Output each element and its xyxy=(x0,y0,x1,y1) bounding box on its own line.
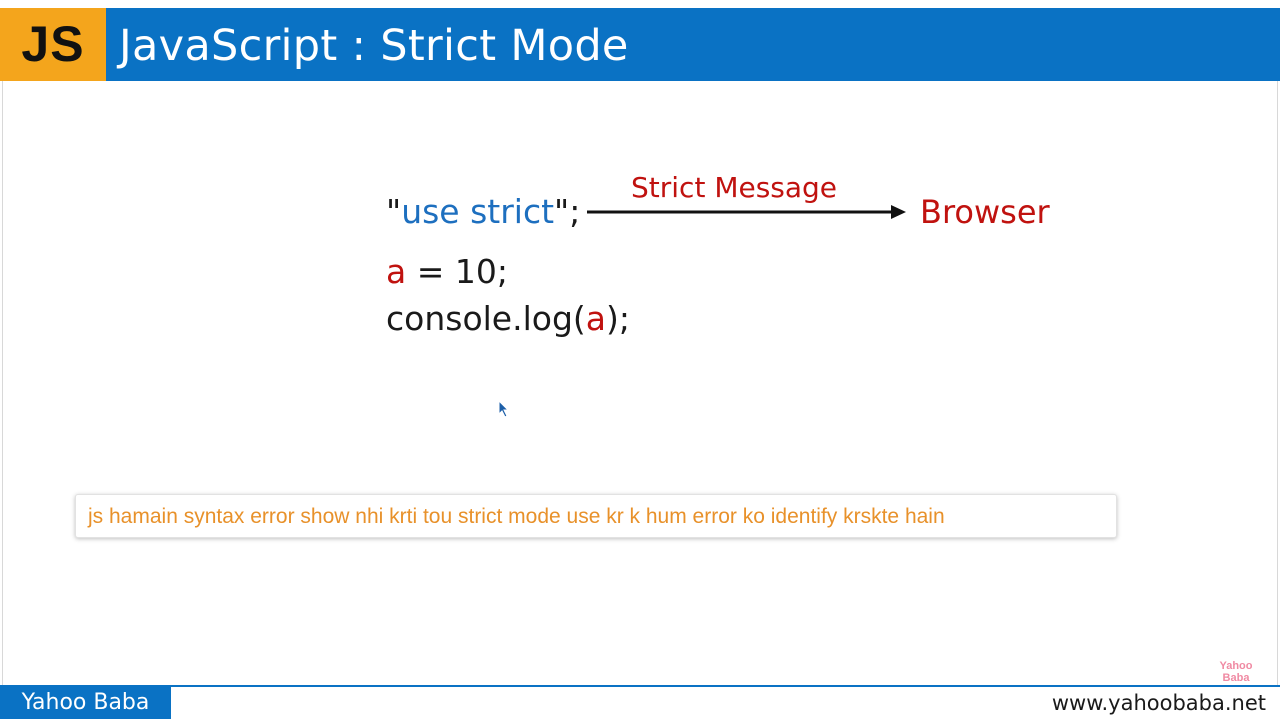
quote-open: " xyxy=(386,192,402,231)
assignment-line: a = 10; xyxy=(386,252,508,292)
footer-brand: Yahoo Baba xyxy=(0,687,171,719)
slide-title: JavaScript : Strict Mode xyxy=(119,21,629,71)
header-bar xyxy=(0,8,1280,81)
console-log-line: console.log(a); xyxy=(386,299,630,339)
browser-label: Browser xyxy=(920,193,1050,231)
variable-a: a xyxy=(386,252,407,291)
caption-box: js hamain syntax error show nhi krti tou… xyxy=(75,494,1117,538)
js-badge: JS xyxy=(0,8,106,81)
right-arrow-icon xyxy=(587,205,906,219)
footer-url: www.yahoobaba.net xyxy=(1051,691,1266,715)
caption-text: js hamain syntax error show nhi krti tou… xyxy=(88,505,945,528)
mouse-cursor-icon xyxy=(498,400,510,418)
quote-close: "; xyxy=(554,192,581,231)
console-log-var: a xyxy=(585,299,607,338)
console-log-suffix: ); xyxy=(606,299,631,338)
footer-divider xyxy=(0,685,1280,687)
use-strict-keyword: use strict xyxy=(401,192,555,231)
strict-message-label: Strict Message xyxy=(631,171,838,204)
assignment-rest: = 10; xyxy=(406,252,508,291)
slide-content-area xyxy=(2,81,1278,685)
top-border xyxy=(0,0,1280,8)
console-log-prefix: console.log( xyxy=(386,299,586,338)
use-strict-line: "use strict"; xyxy=(386,192,580,232)
